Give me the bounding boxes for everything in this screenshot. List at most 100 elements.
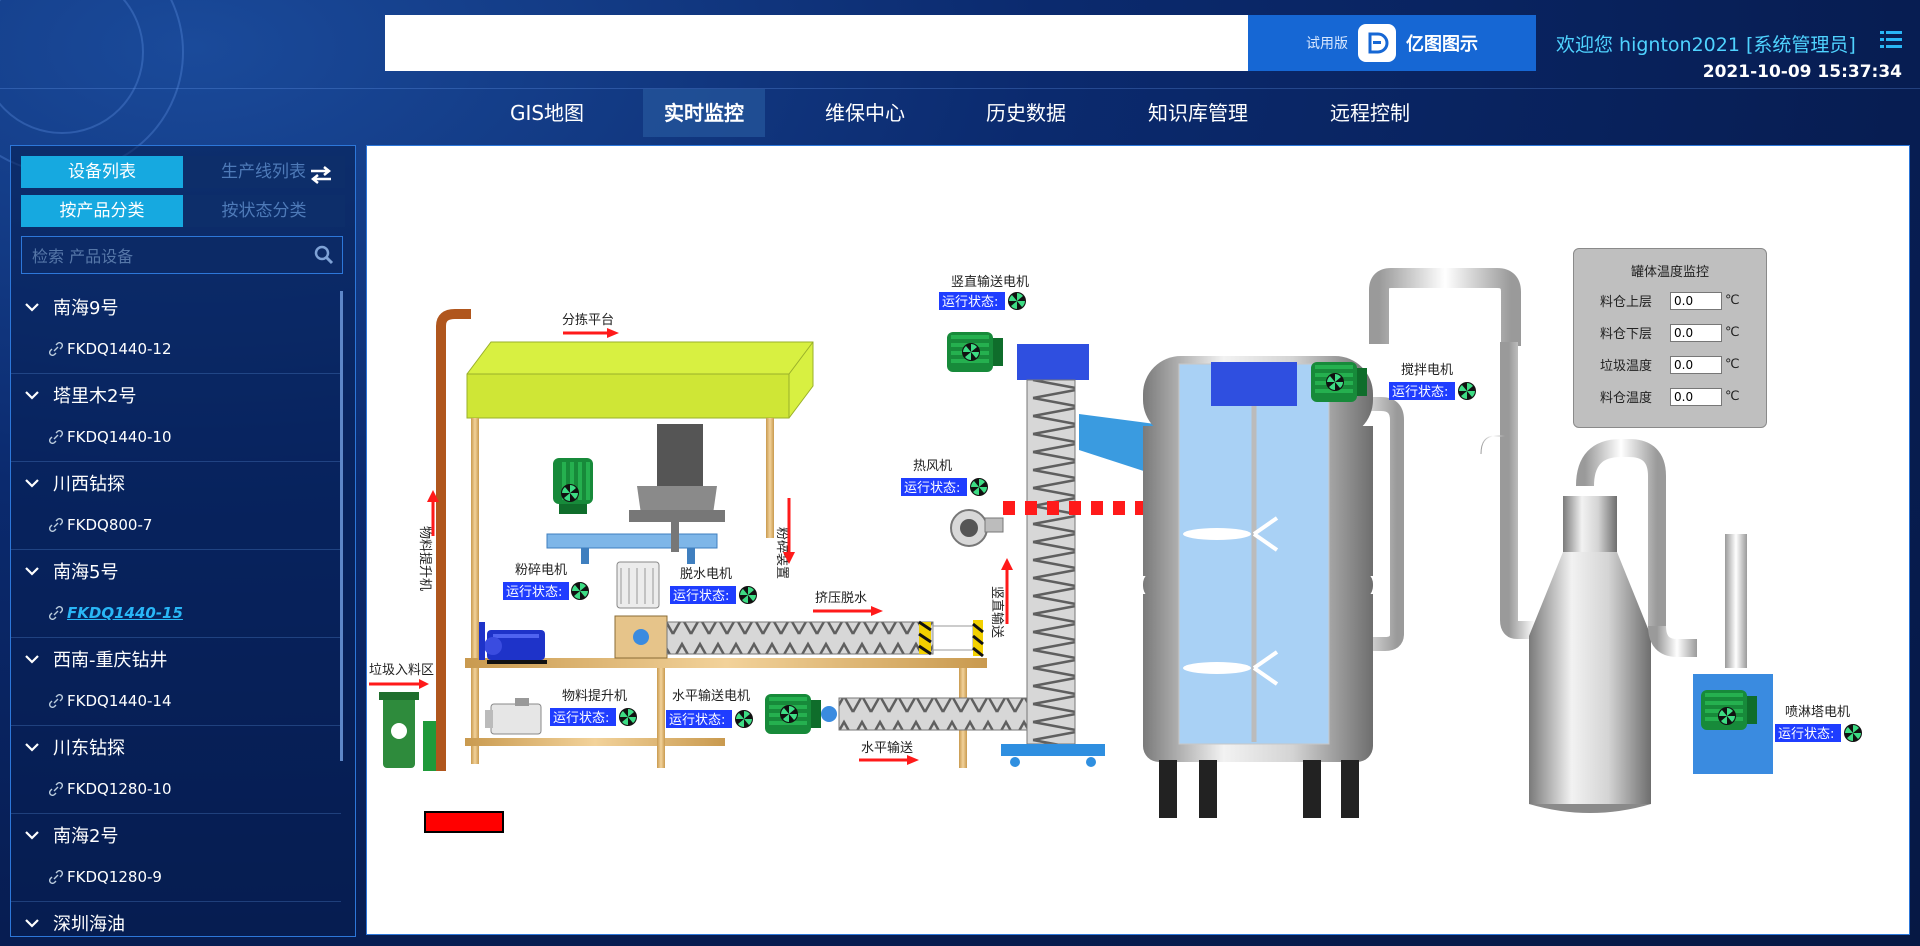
device-sidebar: 设备列表 生产线列表 按产品分类 按状态分类 南海9号 FKDQ1440-12 xyxy=(10,145,356,937)
group-name: 南海9号 xyxy=(53,298,119,319)
dewater-motor-icon xyxy=(616,561,660,609)
process-flow-diagram: 垃圾入料区 物料提升机 分拣平台 xyxy=(369,268,1862,833)
group-name: 深圳海油 xyxy=(53,914,125,935)
tree-group: 川东钻探 FKDQ1280-10 xyxy=(11,726,341,814)
spray-tower xyxy=(1529,496,1747,813)
tree-group: 南海5号 FKDQ1440-15 xyxy=(11,550,341,638)
label-horizontal-convey: 水平输送 xyxy=(861,740,913,756)
hot-air-blower-icon xyxy=(950,509,1004,547)
group-header[interactable]: 南海9号 xyxy=(25,294,118,320)
temp-row-upper: 料仓上层 ℃ xyxy=(1600,291,1740,310)
tree-group: 塔里木2号 FKDQ1440-10 xyxy=(11,374,341,462)
device-item[interactable]: FKDQ1440-14 xyxy=(49,692,172,710)
label-vertical-convey: 竖直输送 xyxy=(989,586,1005,638)
pump-icon xyxy=(479,622,547,664)
chevron-down-icon xyxy=(25,831,39,840)
nav-maintenance-center[interactable]: 维保中心 xyxy=(825,101,905,125)
temp-unit: ℃ xyxy=(1725,325,1740,340)
device-item[interactable]: FKDQ1440-12 xyxy=(49,340,172,358)
label-crusher-motor: 粉碎电机 xyxy=(515,563,567,578)
label-material-lift-vertical: 物料提升机 xyxy=(417,526,433,591)
sorting-platform-canopy xyxy=(466,341,814,419)
group-name: 塔里木2号 xyxy=(53,386,137,407)
chevron-down-icon xyxy=(25,655,39,664)
vertical-motor-status: 运行状态: xyxy=(942,295,998,310)
device-name: FKDQ1440-10 xyxy=(67,428,172,446)
main-nav: GIS地图 实时监控 维保中心 历史数据 知识库管理 远程控制 xyxy=(0,88,1920,139)
group-header[interactable]: 塔里木2号 xyxy=(25,382,136,408)
tree-group: 川西钻探 FKDQ800-7 xyxy=(11,462,341,550)
temp-row-garbage: 垃圾温度 ℃ xyxy=(1600,355,1740,374)
group-header[interactable]: 深圳海油 xyxy=(25,910,125,936)
device-tree: 南海9号 FKDQ1440-12 塔里木2号 FKDQ1440-10 川西钻探 xyxy=(11,286,341,942)
lift-motor-status: 运行状态: xyxy=(553,711,609,726)
group-header[interactable]: 西南-重庆钻井 xyxy=(25,646,168,672)
group-name: 川东钻探 xyxy=(53,738,125,759)
menu-list-icon[interactable] xyxy=(1880,30,1902,50)
edraw-logo-icon xyxy=(1358,24,1396,62)
nav-realtime-monitor[interactable]: 实时监控 xyxy=(643,89,765,137)
link-icon xyxy=(49,782,63,796)
group-header[interactable]: 南海5号 xyxy=(25,558,118,584)
swap-icon[interactable] xyxy=(309,166,333,184)
chevron-down-icon xyxy=(25,567,39,576)
group-header[interactable]: 川东钻探 xyxy=(25,734,125,760)
alarm-indicator[interactable] xyxy=(424,811,504,833)
label-garbage-feed: 垃圾入料区 xyxy=(369,663,434,678)
label-spray-motor: 喷淋塔电机 xyxy=(1785,705,1850,720)
fermentation-tank xyxy=(1143,268,1561,818)
device-item[interactable]: FKDQ1280-9 xyxy=(49,868,162,886)
temp-unit: ℃ xyxy=(1725,293,1740,308)
nav-gis-map[interactable]: GIS地图 xyxy=(509,101,585,125)
device-name: FKDQ1280-10 xyxy=(67,780,172,798)
temp-label: 料仓温度 xyxy=(1600,391,1653,406)
list-type-tabs: 设备列表 生产线列表 xyxy=(21,156,345,188)
group-header[interactable]: 川西钻探 xyxy=(25,470,125,496)
temp-value-field[interactable] xyxy=(1670,291,1722,310)
tab-device-list[interactable]: 设备列表 xyxy=(21,156,183,188)
device-item[interactable]: FKDQ1280-10 xyxy=(49,780,172,798)
trial-watermark: 试用版 亿图图示 xyxy=(1248,15,1536,71)
spray-motor-status: 运行状态: xyxy=(1778,727,1834,742)
nav-history-data[interactable]: 历史数据 xyxy=(986,101,1066,125)
device-search-input[interactable] xyxy=(22,237,304,275)
label-crushing-device: 粉碎装置 xyxy=(774,527,789,579)
temp-row-bin: 料仓温度 ℃ xyxy=(1600,387,1740,406)
scada-diagram-panel: 垃圾入料区 物料提升机 分拣平台 xyxy=(366,145,1910,935)
link-icon xyxy=(49,430,63,444)
chevron-down-icon xyxy=(25,303,39,312)
temp-value-field[interactable] xyxy=(1670,387,1722,406)
link-icon xyxy=(49,518,63,532)
device-name: FKDQ1440-12 xyxy=(67,340,172,358)
brand-name: 亿图图示 xyxy=(1406,34,1478,55)
label-mixer-motor: 搅拌电机 xyxy=(1401,362,1453,378)
group-name: 川西钻探 xyxy=(53,474,125,495)
group-name: 西南-重庆钻井 xyxy=(53,650,168,671)
crusher-unit xyxy=(629,424,725,552)
device-name: FKDQ1280-9 xyxy=(67,868,162,886)
chevron-down-icon xyxy=(25,391,39,400)
nav-knowledge-base[interactable]: 知识库管理 xyxy=(1148,101,1248,125)
label-extrude-dewater: 挤压脱水 xyxy=(815,591,867,606)
device-name: FKDQ1440-14 xyxy=(67,692,172,710)
chevron-down-icon xyxy=(25,919,39,928)
tree-group: 南海2号 FKDQ1280-9 xyxy=(11,814,341,902)
search-icon[interactable] xyxy=(314,245,334,265)
current-datetime: 2021-10-09 15:37:34 xyxy=(1702,62,1902,82)
temp-value-field[interactable] xyxy=(1670,355,1722,374)
group-header[interactable]: 南海2号 xyxy=(25,822,118,848)
label-vertical-motor: 竖直输送电机 xyxy=(951,274,1029,290)
mixer-motor-status: 运行状态: xyxy=(1392,385,1448,400)
sidebar-scrollbar[interactable] xyxy=(340,291,343,761)
temperature-panel-title: 罐体温度监控 xyxy=(1630,265,1709,280)
temp-label: 料仓下层 xyxy=(1600,327,1653,342)
tab-by-product[interactable]: 按产品分类 xyxy=(21,195,183,227)
device-item[interactable]: FKDQ800-7 xyxy=(49,516,152,534)
tree-group: 南海9号 FKDQ1440-12 xyxy=(11,286,341,374)
device-item[interactable]: FKDQ1440-10 xyxy=(49,428,172,446)
tab-by-status[interactable]: 按状态分类 xyxy=(183,195,345,227)
temp-value-field[interactable] xyxy=(1670,323,1722,342)
nav-remote-control[interactable]: 远程控制 xyxy=(1330,101,1410,125)
welcome-user[interactable]: 欢迎您 hignton2021 [系统管理员] xyxy=(1556,34,1856,56)
device-item-selected[interactable]: FKDQ1440-15 xyxy=(49,604,183,622)
